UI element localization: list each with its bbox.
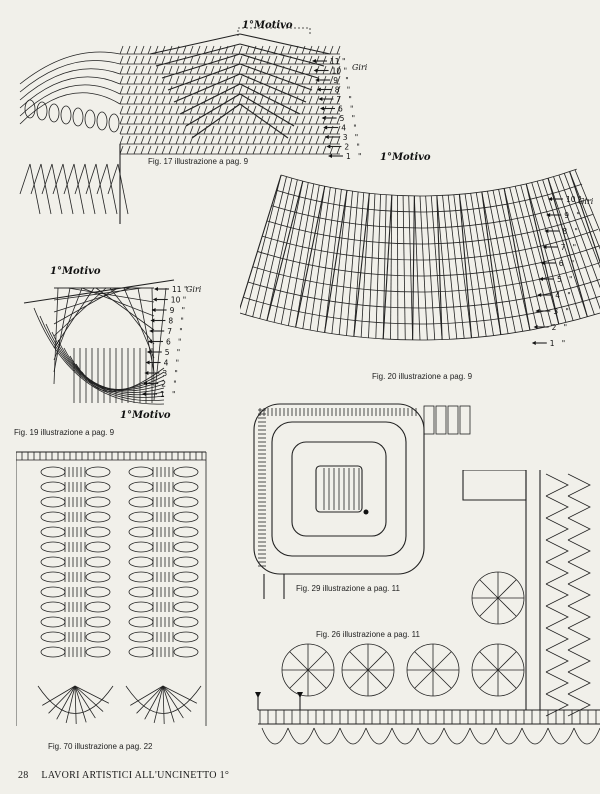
page-number: 28 — [18, 770, 29, 781]
fig17-row-2: 2 — [344, 143, 349, 152]
fig19-motivo-bottom-label: 1°Motivo — [120, 410, 171, 421]
svg-text:": " — [564, 323, 567, 332]
svg-text:": " — [174, 369, 177, 378]
svg-text:": " — [356, 143, 359, 152]
svg-text:": " — [576, 211, 579, 220]
svg-text:": " — [180, 317, 183, 326]
fig17-chart: 1°Motivo Giri 11"10"9"8"7"6"5"4"3"2"1" — [19, 20, 368, 224]
fig20-row-8: 8 — [562, 227, 567, 236]
svg-text:": " — [177, 348, 180, 357]
svg-text:": " — [562, 339, 565, 348]
svg-text:": " — [578, 195, 581, 204]
svg-text:": " — [179, 327, 182, 336]
fig20-motivo-label: 1°Motivo — [380, 152, 431, 163]
fig17-row-4: 4 — [341, 124, 346, 133]
fig20-caption: Fig. 20 illustrazione a pag. 9 — [372, 372, 473, 381]
fig19-motivo-top-label: 1°Motivo — [50, 266, 101, 277]
fig17-row-10: 10 — [332, 67, 342, 76]
fig26-chart — [255, 470, 600, 745]
figure-20-diagram: 1°Motivo Giri 10"9"8"7"6"5"4"3"2"1" — [240, 146, 600, 376]
fig19-row-10: 10 — [171, 296, 181, 305]
fig17-row-8: 8 — [335, 86, 340, 95]
fig70-caption: Fig. 70 illustrazione a pag. 22 — [48, 742, 153, 751]
svg-text:": " — [184, 285, 187, 294]
fig20-chart: 1°Motivo Giri 10"9"8"7"6"5"4"3"2"1" — [240, 152, 600, 348]
svg-text:": " — [565, 307, 568, 316]
fig20-row-9: 9 — [564, 211, 569, 220]
fig19-chart: 1°Motivo 1°Motivo Giri 11"10"9"8"7"6"5"4… — [23, 266, 202, 421]
svg-text:": " — [358, 152, 361, 161]
fig17-row-7: 7 — [336, 95, 341, 104]
fig17-caption: Fig. 17 illustrazione a pag. 9 — [148, 157, 249, 166]
fig29-caption: Fig. 29 illustrazione a pag. 11 — [296, 584, 400, 593]
svg-text:": " — [355, 133, 358, 142]
fig19-row-9: 9 — [170, 306, 175, 315]
fig17-row-3: 3 — [343, 133, 348, 142]
fig20-row-6: 6 — [559, 259, 564, 268]
fig19-caption: Fig. 19 illustrazione a pag. 9 — [14, 428, 115, 437]
svg-text:": " — [172, 390, 175, 399]
svg-text:": " — [183, 296, 186, 305]
fig17-row-9: 9 — [333, 76, 338, 85]
fig20-row-4: 4 — [555, 291, 560, 300]
fig26-caption: Fig. 26 illustrazione a pag. 11 — [316, 630, 420, 639]
svg-text:": " — [344, 67, 347, 76]
svg-text:": " — [567, 291, 570, 300]
figure-29-diagram — [244, 394, 484, 604]
fig20-giri-label: Giri — [578, 197, 594, 206]
figure-17-diagram: 1°Motivo Giri 11"10"9"8"7"6"5"4"3"2"1" — [10, 14, 390, 234]
fig19-row-4: 4 — [164, 359, 169, 368]
svg-text:": " — [569, 275, 572, 284]
svg-text:": " — [176, 359, 179, 368]
fig19-row-8: 8 — [168, 317, 173, 326]
fig19-row-2: 2 — [161, 380, 166, 389]
fig17-row-1: 1 — [346, 152, 351, 161]
fig20-row-3: 3 — [553, 307, 558, 316]
svg-text:": " — [342, 57, 345, 66]
svg-text:": " — [348, 95, 351, 104]
fig17-motivo-label: 1°Motivo — [242, 20, 293, 31]
fig19-row-7: 7 — [167, 327, 172, 336]
fig19-row-11: 11 — [172, 285, 182, 294]
fig17-row-11: 11 — [330, 57, 340, 66]
svg-text:": " — [347, 86, 350, 95]
svg-text:": " — [173, 380, 176, 389]
figure-19-diagram: 1°Motivo 1°Motivo Giri 11"10"9"8"7"6"5"4… — [14, 258, 224, 423]
fig19-row-1: 1 — [160, 390, 165, 399]
page-footer: 28 LAVORI ARTISTICI ALL'UNCINETTO 1° — [18, 770, 239, 781]
svg-text:": " — [345, 76, 348, 85]
fig20-row-1: 1 — [550, 339, 555, 348]
svg-text:": " — [182, 306, 185, 315]
fig70-chart — [16, 451, 207, 726]
svg-text:": " — [178, 338, 181, 347]
fig29-chart — [253, 403, 471, 599]
svg-text:": " — [573, 243, 576, 252]
fig19-row-3: 3 — [162, 369, 167, 378]
fig17-row-6: 6 — [338, 105, 343, 114]
fig19-row-5: 5 — [165, 348, 170, 357]
fig20-row-7: 7 — [561, 243, 566, 252]
figure-26-diagram — [248, 470, 600, 770]
fig17-giri-label: Giri — [352, 63, 368, 72]
svg-text:": " — [350, 105, 353, 114]
svg-text:": " — [352, 114, 355, 123]
fig20-row-5: 5 — [557, 275, 562, 284]
fig17-row-5: 5 — [340, 114, 345, 123]
fig20-row-10: 10 — [566, 195, 576, 204]
figure-70-diagram — [16, 446, 216, 738]
svg-text:": " — [571, 259, 574, 268]
svg-text:": " — [353, 124, 356, 133]
fig20-row-2: 2 — [552, 323, 557, 332]
fig19-row-6: 6 — [166, 338, 171, 347]
book-title: LAVORI ARTISTICI ALL'UNCINETTO 1° — [41, 770, 230, 781]
svg-text:": " — [574, 227, 577, 236]
fig19-giri-label: Giri — [186, 285, 202, 294]
